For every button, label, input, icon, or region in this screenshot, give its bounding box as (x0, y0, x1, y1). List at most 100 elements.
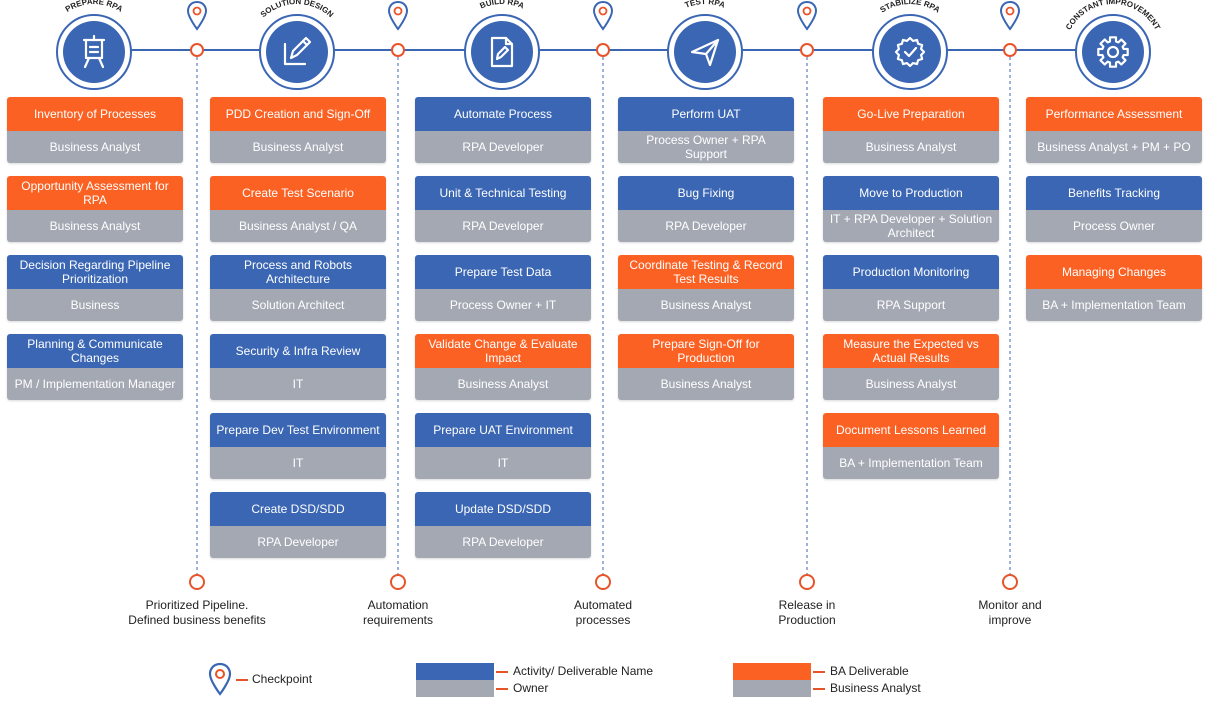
activity-owner: RPA Developer (415, 526, 591, 558)
milestone-line: processes (575, 613, 631, 627)
checkpoint-bottom-dot (1002, 574, 1018, 590)
activity-name: Prepare UAT Environment (415, 413, 591, 447)
legend-owner-label: Owner (513, 681, 549, 695)
activity-name: Update DSD/SDD (415, 492, 591, 526)
activity-name: Automate Process (415, 97, 591, 131)
legend-dash (813, 688, 825, 690)
checkpoint-marker (999, 0, 1021, 590)
activity-owner: RPA Developer (415, 131, 591, 163)
phase-title: PREPARE RPA (64, 0, 125, 14)
checkpoint-bottom-dot (390, 574, 406, 590)
gear-icon (1097, 36, 1129, 68)
activity-owner: Business (7, 289, 183, 321)
activity-card: Decision Regarding Pipeline Prioritizati… (7, 255, 183, 321)
phase-3: BUILD RPA (464, 0, 540, 90)
phase-disc (1082, 21, 1144, 83)
phase-title: STABILIZE RPA (878, 0, 941, 15)
document-edit-icon (490, 36, 514, 68)
activity-owner: BA + Implementation Team (1026, 289, 1202, 321)
activity-owner: RPA Developer (415, 210, 591, 242)
activity-owner: RPA Developer (210, 526, 386, 558)
activity-owner: Business Analyst (7, 131, 183, 163)
milestone-line: Prioritized Pipeline. (145, 598, 249, 612)
checkpoint-top-dot (190, 43, 204, 57)
activity-name: Inventory of Processes (7, 97, 183, 131)
checkpoint-pin-icon (186, 0, 208, 31)
activity-owner: IT (415, 447, 591, 479)
phase-6: CONSTANT IMPROVEMENT (1064, 0, 1162, 90)
activity-owner: IT (210, 368, 386, 400)
phase-5: STABILIZE RPA (872, 0, 948, 90)
phase-disc (266, 21, 328, 83)
checkpoint-bottom-dot (799, 574, 815, 590)
phase-disc (674, 21, 736, 83)
activity-owner: Business Analyst / QA (210, 210, 386, 242)
phase-2: SOLUTION DESIGN (259, 0, 335, 90)
milestone-line: Defined business benefits (128, 613, 266, 627)
activity-name: Document Lessons Learned (823, 413, 999, 447)
legend-dash (496, 688, 508, 690)
checkpoint-marker (592, 0, 614, 590)
phase-title: TEST RPA (684, 0, 727, 10)
activity-owner: Business Analyst (823, 131, 999, 163)
legend-ba-swatch (733, 663, 811, 680)
pencil-square-icon (283, 36, 312, 66)
activity-owner: Solution Architect (210, 289, 386, 321)
phase-1: PREPARE RPA (56, 0, 132, 90)
activity-name: Managing Changes (1026, 255, 1202, 289)
checkpoint-top-dot (391, 43, 405, 57)
legend-dash (496, 671, 508, 673)
activity-name: Go-Live Preparation (823, 97, 999, 131)
activity-owner: Business Analyst (823, 368, 999, 400)
legend-dash (813, 671, 825, 673)
legend-analyst-label: Business Analyst (830, 681, 921, 695)
checkpoint-marker (186, 0, 208, 590)
milestone-line: Monitor and (978, 598, 1042, 612)
activity-owner: Business Analyst (415, 368, 591, 400)
activity-name: Perform UAT (618, 97, 794, 131)
checkpoint-pin-icon (796, 0, 818, 31)
legend-checkpoint-label: Checkpoint (252, 672, 313, 686)
milestone-line: Automated (573, 598, 633, 612)
activity-owner: RPA Developer (618, 210, 794, 242)
activity-owner: Business Analyst (618, 368, 794, 400)
presentation-board-icon (82, 34, 106, 69)
milestone-line: improve (988, 613, 1032, 627)
activity-owner: IT (210, 447, 386, 479)
checkpoint-bottom-dot (595, 574, 611, 590)
activity-name: Coordinate Testing & Record Test Results (618, 255, 794, 289)
legend-checkpoint-icon (208, 662, 232, 696)
activity-name: Create DSD/SDD (210, 492, 386, 526)
checkpoint-pin-icon (999, 0, 1021, 31)
activity-name: Production Monitoring (823, 255, 999, 289)
activity-name: Bug Fixing (618, 176, 794, 210)
activity-name: Opportunity Assessment for RPA (7, 176, 183, 210)
activity-owner: Process Owner + RPA Support (618, 131, 794, 163)
activity-owner: PM / Implementation Manager (7, 368, 183, 400)
activity-name: Benefits Tracking (1026, 176, 1202, 210)
badge-check-icon (894, 36, 926, 68)
milestone-line: Production (778, 613, 836, 627)
